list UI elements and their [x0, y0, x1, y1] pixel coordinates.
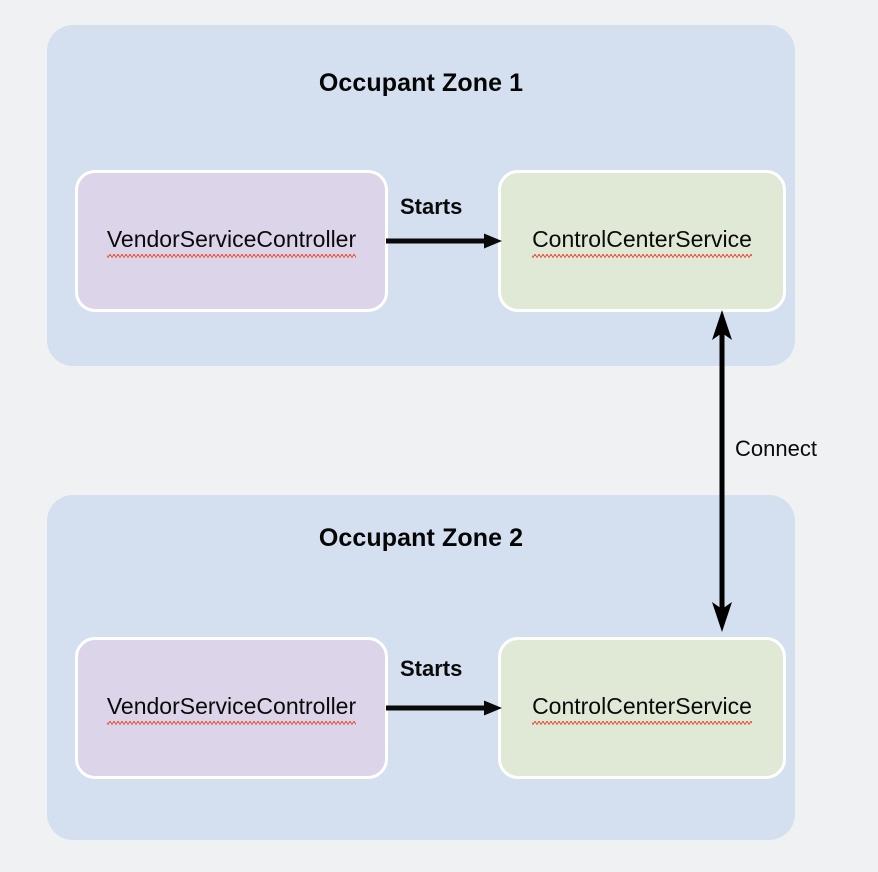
occupant-zone-2-title: Occupant Zone 2 — [318, 524, 524, 552]
node-vendor-service-controller-zone-2[interactable]: VendorServiceController — [75, 637, 388, 779]
node-vendor-service-controller-zone-1[interactable]: VendorServiceController — [75, 170, 388, 312]
node-label: ControlCenterService — [532, 693, 752, 725]
starts-edge-label-zone-1: Starts — [400, 194, 463, 219]
starts-edge-label-zone-2: Starts — [400, 656, 463, 681]
occupant-zone-1-title: Occupant Zone 1 — [318, 69, 524, 97]
node-label: ControlCenterService — [532, 226, 752, 258]
node-control-center-service-zone-1[interactable]: ControlCenterService — [498, 170, 786, 312]
node-control-center-service-zone-2[interactable]: ControlCenterService — [498, 637, 786, 779]
starts-arrow-zone-1 — [386, 233, 502, 249]
starts-arrow-zone-2 — [386, 700, 502, 716]
node-label: VendorServiceController — [106, 226, 357, 258]
node-label: VendorServiceController — [106, 693, 357, 725]
connect-bidirectional-arrow — [712, 310, 732, 632]
connect-edge-label: Connect — [735, 436, 817, 461]
